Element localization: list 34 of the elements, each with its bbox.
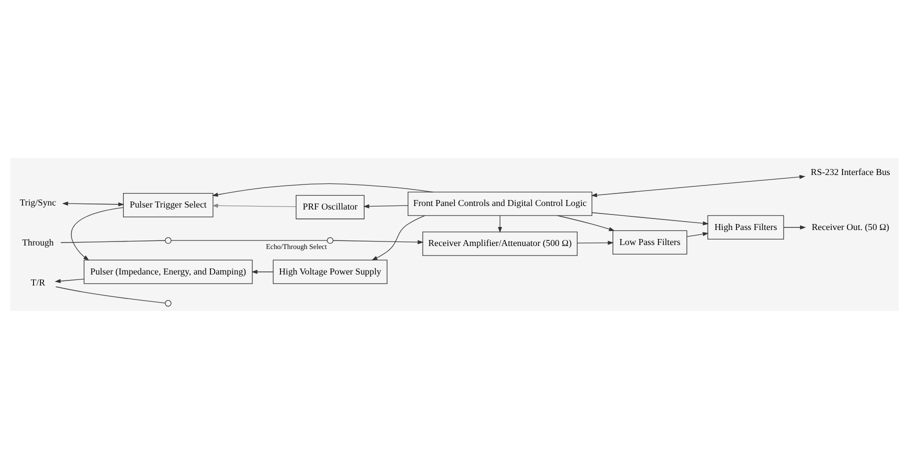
arrow bbox=[783, 224, 806, 229]
arrow bbox=[212, 182, 434, 196]
node-circle bbox=[326, 236, 334, 244]
arrow bbox=[332, 240, 424, 244]
node-circle bbox=[164, 300, 172, 306]
arrow bbox=[592, 212, 709, 225]
node-text: Trig/Sync bbox=[20, 197, 56, 208]
node-text: Receiver Out. (50 Ω) bbox=[812, 221, 890, 232]
connector bbox=[56, 286, 166, 303]
node-text: T/R bbox=[30, 276, 46, 287]
node-box: Pulser (Impedance, Energy, and Damping) bbox=[84, 259, 253, 284]
node-box: Front Panel Controls and Digital Control Logic bbox=[408, 191, 592, 216]
arrow bbox=[498, 214, 502, 232]
arrow bbox=[372, 214, 426, 260]
node-box: High Voltage Power Supply bbox=[272, 259, 388, 284]
arrow bbox=[212, 203, 296, 208]
arrow bbox=[686, 232, 709, 236]
arrow bbox=[557, 214, 615, 231]
node-circle bbox=[164, 236, 172, 244]
arrow bbox=[71, 206, 124, 260]
node-text: RS-232 Interface Bus bbox=[810, 166, 890, 176]
node-box: PRF Oscillator bbox=[296, 194, 365, 219]
arrow bbox=[251, 269, 274, 274]
arrow bbox=[576, 240, 614, 244]
arrow bbox=[62, 201, 124, 206]
connector bbox=[60, 240, 166, 242]
node-box: Pulser Trigger Select bbox=[123, 192, 214, 217]
node-text: Through bbox=[22, 237, 54, 247]
node-box: Low Pass Filters bbox=[612, 230, 688, 254]
node-box: Receiver Amplifier/Attenuator (500 Ω) bbox=[422, 231, 578, 256]
node-box: High Pass Filters bbox=[707, 214, 784, 239]
arrow bbox=[363, 204, 408, 208]
arrow bbox=[591, 174, 806, 197]
arrow bbox=[54, 278, 84, 283]
